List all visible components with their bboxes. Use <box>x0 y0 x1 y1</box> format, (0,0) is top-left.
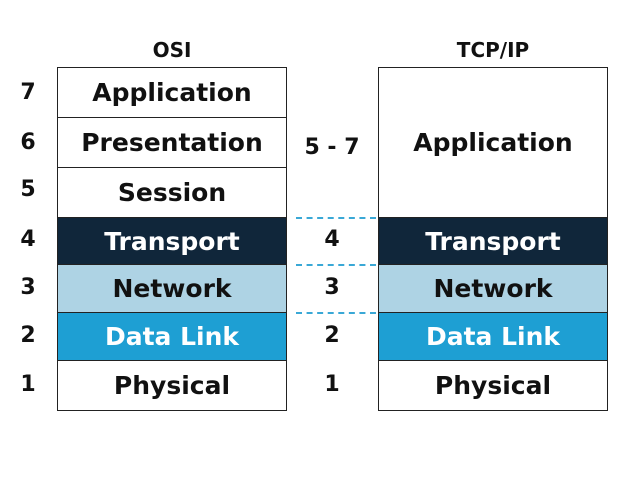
osi-layer-transport: Transport <box>58 218 286 265</box>
osi-num-7: 7 <box>20 80 36 105</box>
osi-layer-session: Session <box>58 168 286 218</box>
dashed-line-transport-top <box>296 217 376 219</box>
osi-num-2: 2 <box>20 323 36 348</box>
osi-layer-application: Application <box>58 68 286 118</box>
tcpip-layer-physical: Physical <box>379 361 607 409</box>
osi-layer-data-link: Data Link <box>58 313 286 361</box>
osi-num-6: 6 <box>20 130 36 155</box>
osi-num-4: 4 <box>20 227 36 252</box>
osi-layer-physical: Physical <box>58 361 286 409</box>
dashed-line-data-link-top <box>296 312 376 314</box>
tcpip-num-data-link: 2 <box>324 323 340 348</box>
osi-title: OSI <box>152 38 192 62</box>
tcpip-layer-data-link: Data Link <box>379 313 607 361</box>
tcpip-num-physical: 1 <box>324 372 340 397</box>
tcpip-title: TCP/IP <box>456 38 530 62</box>
tcpip-stack: Application Transport Network Data Link … <box>378 67 608 411</box>
tcpip-layer-network: Network <box>379 265 607 313</box>
osi-num-1: 1 <box>20 372 36 397</box>
tcpip-num-application: 5 - 7 <box>304 135 360 160</box>
osi-num-3: 3 <box>20 275 36 300</box>
dashed-line-network-top <box>296 264 376 266</box>
tcpip-layer-application: Application <box>379 68 607 218</box>
tcpip-num-network: 3 <box>324 275 340 300</box>
osi-num-5: 5 <box>20 177 36 202</box>
tcpip-layer-transport: Transport <box>379 218 607 265</box>
osi-layer-network: Network <box>58 265 286 313</box>
tcpip-num-transport: 4 <box>324 227 340 252</box>
osi-stack: Application Presentation Session Transpo… <box>57 67 287 411</box>
osi-layer-presentation: Presentation <box>58 118 286 168</box>
